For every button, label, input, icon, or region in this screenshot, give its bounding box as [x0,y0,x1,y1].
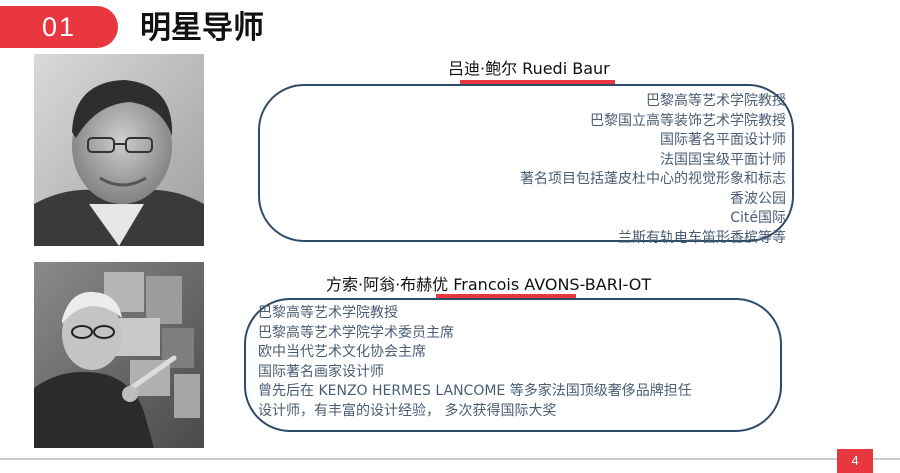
list-item: 巴黎高等艺术学院教授 [258,305,398,321]
mentor-2-description-frame [244,298,782,432]
mentor-2-photo [34,262,204,448]
section-number-tab: 01 [0,6,118,48]
list-item: Cité国际 [730,210,786,226]
mentor-1-description-frame [258,84,794,242]
mentor-2-description: 巴黎高等艺术学院教授 巴黎高等艺术学院学术委员主席 欧中当代艺术文化协会主席 国… [258,304,692,421]
page-title: 明星导师 [140,10,264,46]
list-item: 国际著名平面设计师 [660,132,786,148]
footer-divider [0,458,900,460]
mentor-1-photo [34,54,204,246]
list-item: 欧中当代艺术文化协会主席 [258,344,426,360]
list-item: 国际著名画家设计师 [258,363,384,380]
list-item: 设计师，有丰富的设计经验， 多次获得国际大奖 [258,402,557,419]
list-item: 兰斯有轨电车笛形香槟等等 [618,229,786,246]
mentor-2-name-underline [436,294,576,298]
mentor-1-name: 吕迪·鲍尔 Ruedi Baur [448,59,610,78]
list-item: 香波公园 [730,190,786,207]
mentor-1-name-underline [460,80,615,84]
list-item: 巴黎高等艺术学院学术委员主席 [258,324,454,341]
list-item: 巴黎国立高等装饰艺术学院教授 [590,112,786,129]
list-item: 著名项目包括蓬皮杜中心的视觉形象和标志 [520,171,786,187]
mentor-1-description: 巴黎高等艺术学院教授 巴黎国立高等装饰艺术学院教授 国际著名平面设计师 法国国宝… [520,92,786,248]
page-number: 4 [837,449,873,473]
mentor-2-name: 方索·阿翁·布赫优 Francois AVONS-BARI-OT [326,275,652,294]
list-item: 法国国宝级平面计师 [660,151,786,168]
list-item: 巴黎高等艺术学院教授 [646,93,786,109]
list-item: 曾先后在 KENZO HERMES LANCOME 等多家法国顶级奢侈品牌担任 [258,383,692,399]
